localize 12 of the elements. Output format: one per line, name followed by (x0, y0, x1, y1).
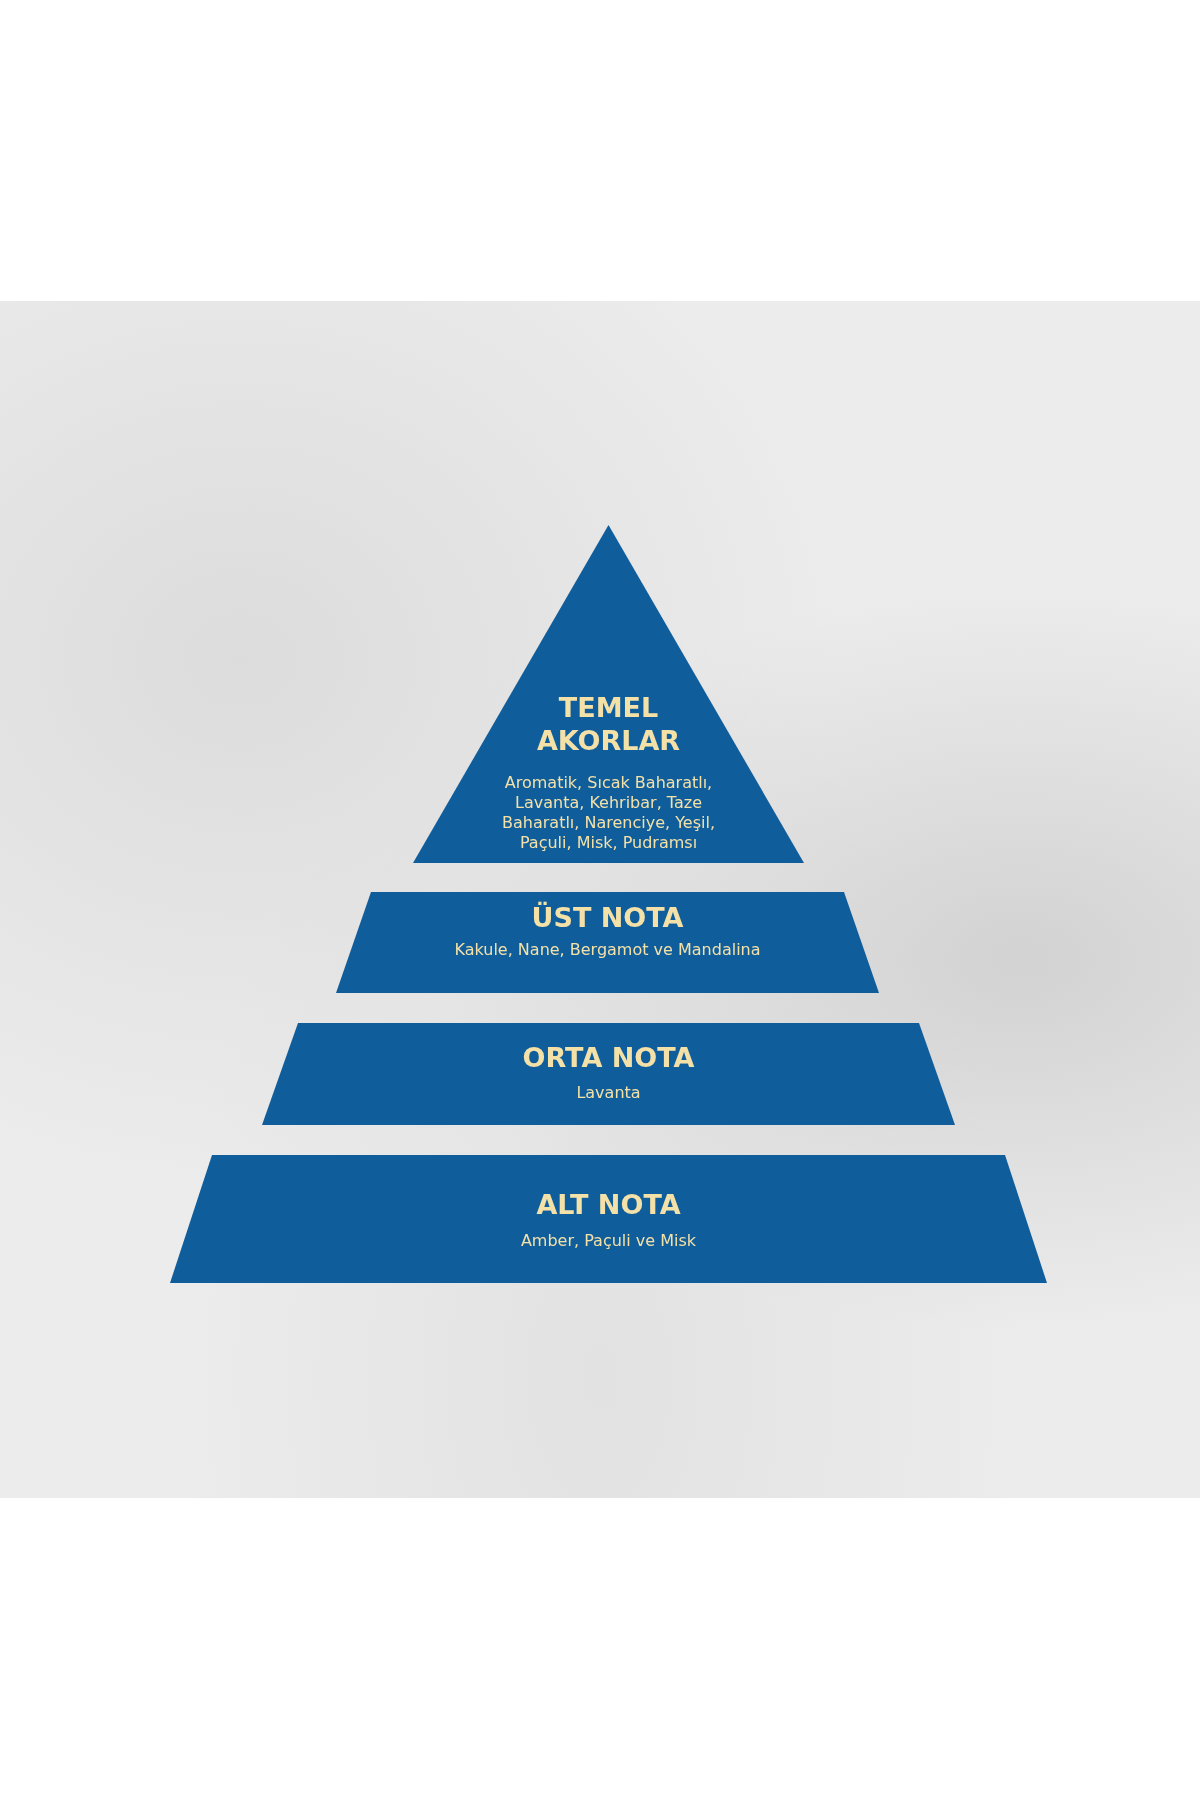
pyramid-tier-trapezoid (336, 892, 879, 993)
tier-heading: ALT NOTA (536, 1188, 681, 1221)
tier-heading: ORTA NOTA (522, 1041, 695, 1074)
tier-notes: Kakule, Nane, Bergamot ve Mandalina (454, 940, 761, 960)
tier-notes: Lavanta (576, 1083, 641, 1103)
pyramid-apex-triangle (413, 525, 804, 863)
pyramid-tier-trapezoid (170, 1155, 1047, 1283)
pyramid-tier-trapezoid (262, 1023, 955, 1125)
tier-heading: TEMEL AKORLAR (535, 691, 682, 757)
tier-notes: Aromatik, Sıcak Baharatlı, Lavanta, Kehribar, Taze Baharatlı, Narenciye, Yeşil, Paçuli, Misk, Pudramsı (501, 773, 716, 853)
tier-notes: Amber, Paçuli ve Misk (520, 1231, 697, 1251)
tier-heading: ÜST NOTA (531, 901, 684, 934)
